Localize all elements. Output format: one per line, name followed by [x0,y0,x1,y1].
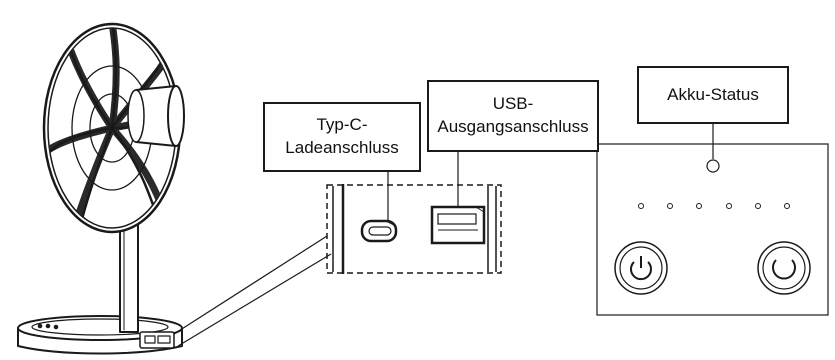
control-panel [596,124,829,316]
port-leader-line [173,235,332,347]
typec-port-label: Typ-C- Ladeanschluss [263,102,421,172]
fan-hub [127,85,185,147]
usb-c-port-icon [360,219,398,243]
usb-a-port-icon [430,205,486,245]
port-detail [326,152,502,274]
usb-label-text: USB- Ausgangsanschluss [437,93,588,139]
typec-label-line2: Ladeanschluss [285,138,399,157]
usb-label-line1: USB- [492,94,534,114]
akku-status-label: Akku-Status [637,66,789,124]
power-icon[interactable] [614,241,668,295]
status-indicator-led [706,159,720,173]
akku-status-text: Akku-Status [667,84,759,104]
fan-drawing [17,22,185,355]
usb-port-label: USB- Ausgangsanschluss [427,80,599,152]
led-row [638,203,790,209]
typec-label-text: Typ-C- Ladeanschluss [285,114,398,160]
usb-label-line2: Ausgangsanschluss [437,117,589,136]
fan-base [17,315,183,355]
oscillation-icon[interactable] [757,241,811,295]
typec-label-line1: Typ-C- [316,115,368,135]
